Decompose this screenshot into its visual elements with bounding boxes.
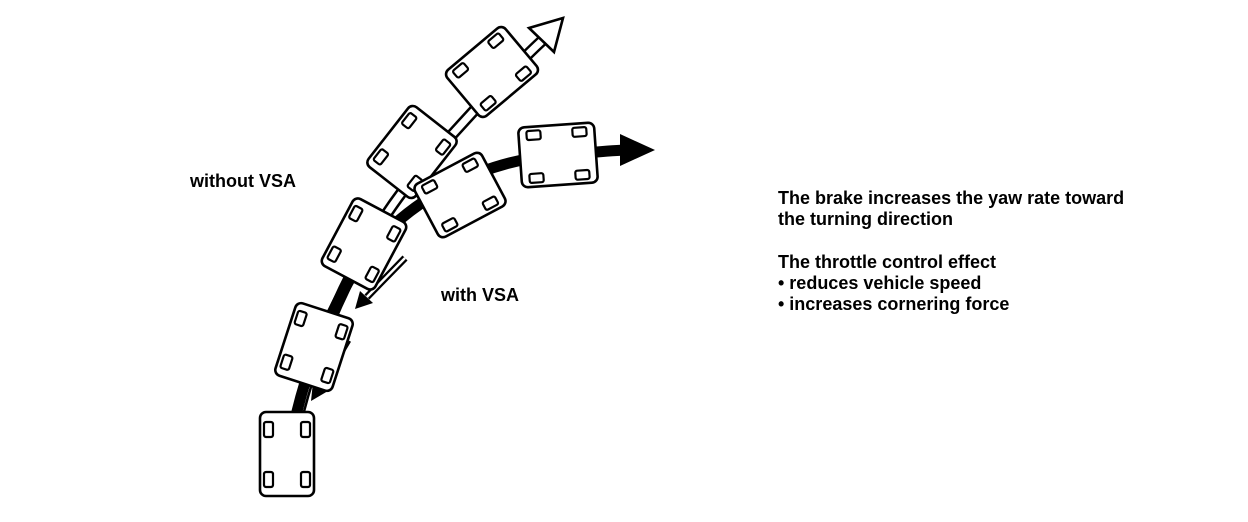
car-without-vsa bbox=[444, 25, 540, 119]
brake-note-line-2: the turning direction bbox=[778, 209, 953, 229]
car-with-vsa bbox=[517, 121, 599, 189]
explanation-notes: The brake increases the yaw rate toward … bbox=[778, 188, 1228, 315]
car-start bbox=[258, 410, 316, 498]
throttle-bullet-speed: • reduces vehicle speed bbox=[778, 273, 982, 293]
without-vsa-arrowhead bbox=[526, 16, 565, 55]
throttle-note-title: The throttle control effect bbox=[778, 252, 997, 272]
car-without-vsa bbox=[273, 301, 355, 393]
car-with-vsa bbox=[413, 151, 507, 239]
label-without-vsa: without VSA bbox=[190, 171, 296, 191]
label-with-vsa: with VSA bbox=[441, 285, 520, 305]
car-without-vsa bbox=[366, 104, 458, 200]
throttle-bullet-cornering: • increases cornering force bbox=[778, 294, 1010, 314]
with-vsa-arrowhead bbox=[620, 134, 655, 166]
brake-note-line-1: The brake increases the yaw rate toward bbox=[778, 188, 1125, 208]
car-without-vsa bbox=[320, 197, 408, 291]
brake-arrow bbox=[355, 255, 408, 309]
